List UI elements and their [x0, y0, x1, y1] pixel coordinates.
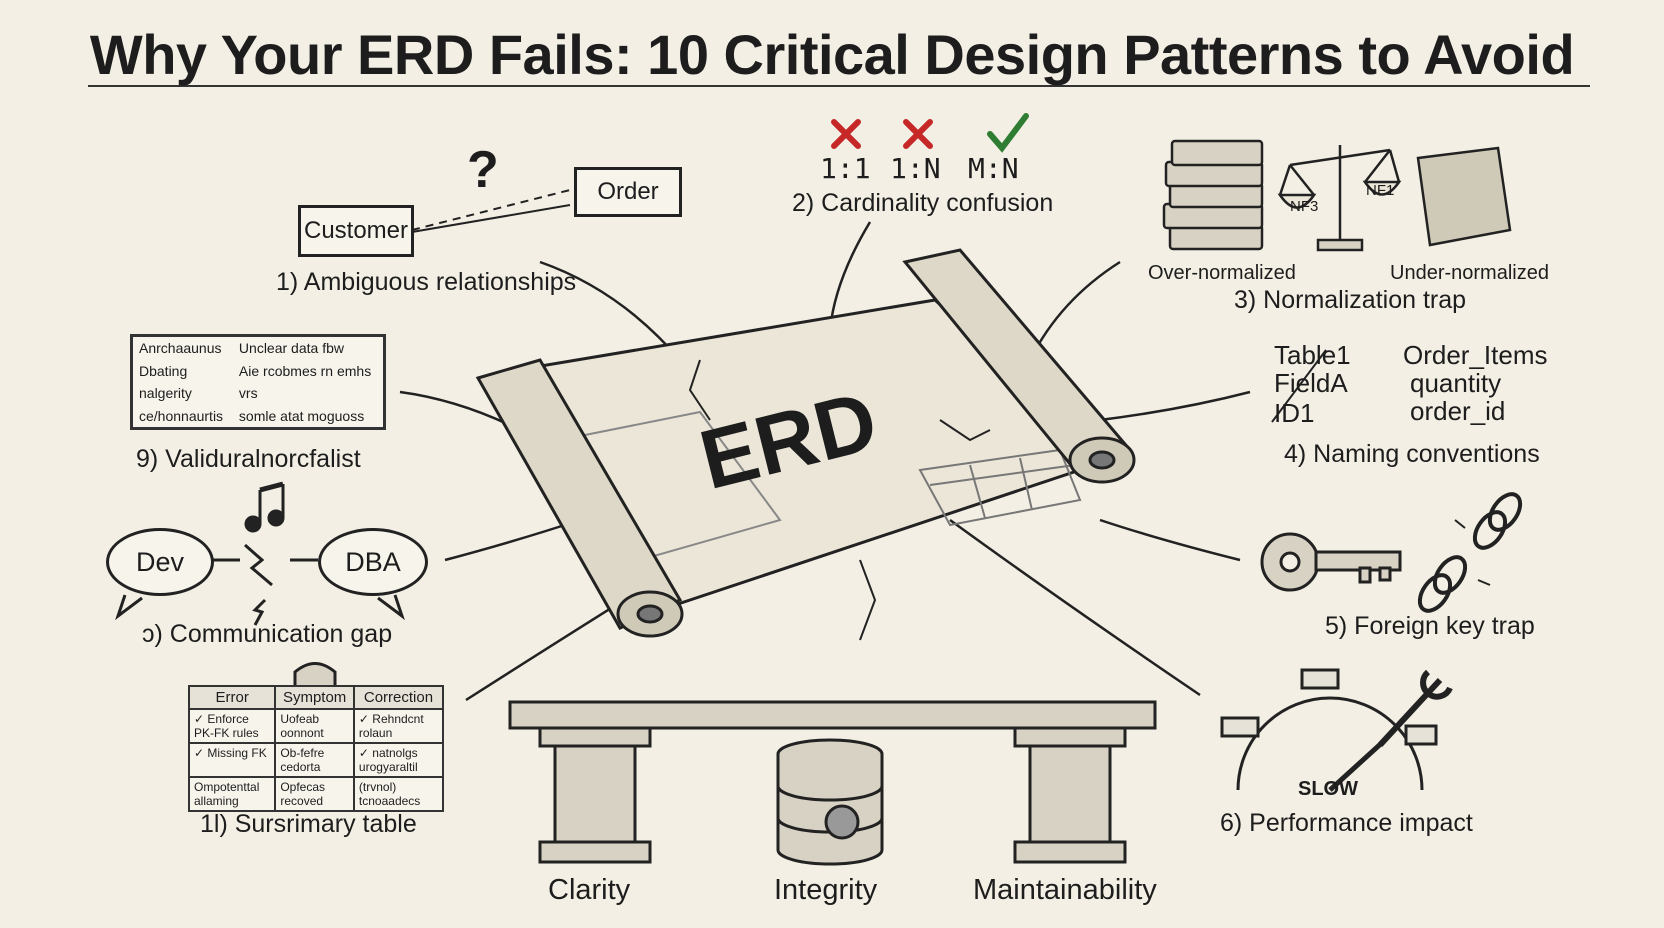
cardinality-marks — [831, 113, 1029, 153]
summary-cell: (trvnol) tcnoaadecs — [352, 776, 445, 812]
pan-label-nf3: NF3 — [1290, 198, 1319, 215]
pan-label-nf1: NF1 — [1366, 182, 1395, 199]
question-mark: ? — [467, 141, 499, 199]
erd-scroll — [475, 248, 1136, 641]
summary-header: Correction — [352, 685, 445, 710]
checklist-cell: vrs — [238, 385, 258, 402]
label-over-normalized: Over-normalized — [1148, 262, 1296, 284]
checklist-row: Anrchaaunus Unclear data fbw — [132, 336, 385, 360]
summary-cell: Ompotenttal allaming — [187, 776, 277, 812]
checklist-cell: Aie rcobmes rn emhs — [238, 362, 372, 379]
checklist-cell: nalgerity — [139, 385, 192, 402]
normalization-illustration — [1162, 139, 1512, 252]
bubble-dev: Dev — [106, 528, 214, 596]
page-title: Why Your ERD Fails: 10 Critical Design P… — [89, 23, 1575, 86]
summary-table: Error Symptom Correction ✓ Enforce PK-FK… — [187, 685, 445, 812]
bad-name-1: Table1 — [1274, 340, 1351, 370]
pillar-label-maintainability: Maintainability — [973, 874, 1157, 906]
summary-header-row: Error Symptom Correction — [187, 685, 445, 710]
pillar-label-integrity: Integrity — [774, 874, 878, 906]
summary-cell: ✓ Rehndcnt rolaun — [352, 708, 445, 744]
summary-cell: ✓ Missing FK — [187, 742, 277, 778]
key-icon — [1260, 532, 1402, 592]
good-name-1: Order_Items — [1403, 340, 1548, 370]
caption-naming-conventions: 4) Naming conventions — [1284, 440, 1540, 468]
caption-validation-checklist: 9) Validuralnorcfalist — [136, 445, 361, 473]
strike-line — [1271, 349, 1327, 423]
pillar-label-clarity: Clarity — [548, 874, 631, 906]
checklist-row: nalgerity vrs — [132, 382, 385, 404]
cardinality-1-n: 1:N — [890, 152, 941, 185]
entity-order: Order — [574, 167, 682, 217]
checklist-cell: Unclear data fbw — [238, 340, 344, 357]
caption-foreign-key-trap: 5) Foreign key trap — [1325, 612, 1535, 640]
summary-cell: ✓ Enforce PK-FK rules — [187, 708, 277, 744]
cardinality-m-n: M:N — [968, 152, 1019, 185]
summary-cell: ✓ natnolgs urogyaraltil — [352, 742, 445, 778]
caption-communication-gap: ɔ) Communication gap — [142, 620, 393, 648]
clipboard-clip — [293, 662, 337, 685]
label-under-normalized: Under-normalized — [1390, 262, 1549, 284]
checklist-row: ce/honnaurtis somle atat moguoss — [132, 404, 385, 428]
summary-cell: Uofeab oonnont — [274, 708, 355, 744]
bad-name-3: ID1 — [1274, 398, 1315, 428]
checklist-row: Dbating Aie rcobmes rn emhs — [132, 360, 385, 382]
good-name-3: order_id — [1410, 396, 1506, 426]
summary-row: ✓ Missing FK Ob-fefre cedorta ✓ natnolgs… — [187, 742, 445, 778]
good-name-2: quantity — [1410, 368, 1502, 398]
validation-checklist: Anrchaaunus Unclear data fbw Dbating Aie… — [130, 334, 386, 430]
caption-performance-impact: 6) Performance impact — [1220, 809, 1473, 837]
summary-header: Symptom — [274, 685, 355, 710]
summary-row: Ompotenttal allaming Opfecas recoved (tr… — [187, 776, 445, 812]
checklist-cell: Anrchaaunus — [139, 340, 222, 357]
entity-customer: Customer — [298, 205, 414, 257]
foundation-pillars — [508, 700, 1157, 866]
gauge-label-slow: SLOW — [1298, 778, 1358, 800]
caption-summary-table: 1l) Sursrimary table — [200, 810, 417, 838]
caption-ambiguous-relationships: 1) Ambiguous relationships — [276, 268, 577, 296]
checklist-cell: somle atat moguoss — [238, 407, 365, 424]
ambiguous-link — [411, 189, 571, 233]
checklist-cell: ce/honnaurtis — [139, 407, 224, 424]
summary-header: Error — [187, 685, 277, 710]
caption-normalization-trap: 3) Normalization trap — [1234, 286, 1467, 314]
bubble-dba: DBA — [318, 528, 428, 596]
caption-cardinality-confusion: 2) Cardinality confusion — [792, 189, 1054, 217]
performance-gauge — [1220, 668, 1453, 792]
broken-chain-icon — [1417, 492, 1523, 613]
summary-cell: Opfecas recoved — [274, 776, 355, 812]
summary-row: ✓ Enforce PK-FK rules Uofeab oonnont ✓ R… — [187, 708, 445, 744]
cardinality-1-1: 1:1 — [820, 152, 871, 185]
summary-cell: Ob-fefre cedorta — [274, 742, 355, 778]
checklist-cell: Dbating — [139, 362, 188, 379]
bad-name-2: FieldA — [1274, 368, 1348, 398]
